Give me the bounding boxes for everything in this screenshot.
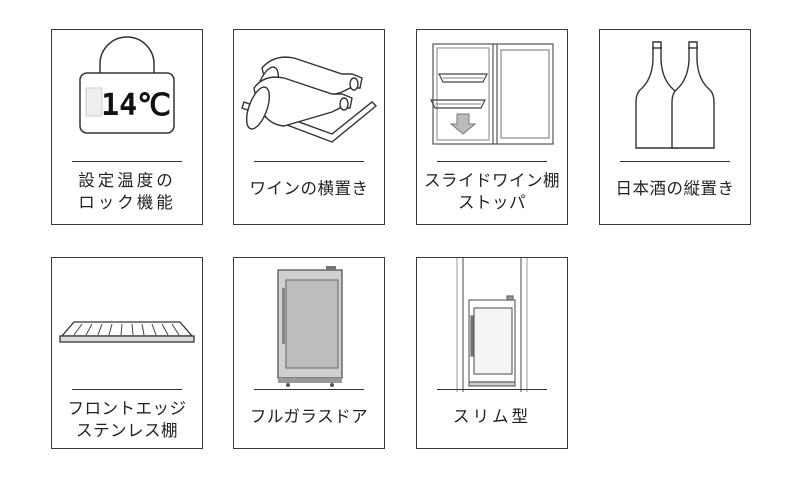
feature-label: フロントエッジ ステンレス棚 [52,398,202,442]
divider [72,389,182,390]
divider [72,161,182,162]
feature-label: スライドワイン棚 ストッパ [417,170,567,214]
lock-display-icon: 14℃ [79,36,175,134]
feature-label: 日本酒の縦置き [600,178,750,200]
feature-label-line: 日本酒の縦置き [615,179,735,198]
divider [437,389,547,390]
feature-card-front-edge-shelf: フロントエッジ ステンレス棚 [51,257,203,449]
feature-label-line: ワインの横置き [249,179,369,198]
feature-card-horizontal-storage: ワインの横置き [233,29,385,225]
horizontal-bottles-icon [241,56,378,143]
feature-label-line: スライドワイン棚 [424,171,560,190]
feature-label: フルガラスドア [234,406,384,428]
feature-label-line: ロック機能 [78,193,176,212]
feature-card-slide-shelf-stopper: スライドワイン棚 ストッパ [416,29,568,225]
feature-label: スリム型 [417,406,567,428]
feature-card-sake-vertical: 日本酒の縦置き [599,29,751,225]
divider [620,161,730,162]
wire-shelf-icon [59,321,195,343]
divider [437,161,547,162]
slide-shelf-icon [430,43,554,145]
feature-label-line: フロントエッジ [67,399,187,418]
feature-label-line: ストッパ [458,193,526,212]
display-readout: 14℃ [101,88,171,123]
feature-card-temp-lock: 14℃ 設定温度の ロック機能 [51,29,203,225]
divider [254,389,364,390]
glass-door-cabinet-icon [277,266,343,387]
upright-bottles-icon [635,41,715,149]
feature-label: ワインの横置き [234,178,384,200]
slim-cabinet-icon [456,258,528,392]
feature-label-line: フルガラスドア [249,407,369,426]
feature-card-full-glass-door: フルガラスドア [233,257,385,449]
divider [254,161,364,162]
feature-card-slim: スリム型 [416,257,568,449]
feature-label-line: 設定温度の [78,171,176,190]
feature-label: 設定温度の ロック機能 [52,170,202,214]
feature-label-line: スリム型 [453,407,531,426]
feature-label-line: ステンレス棚 [76,421,178,440]
